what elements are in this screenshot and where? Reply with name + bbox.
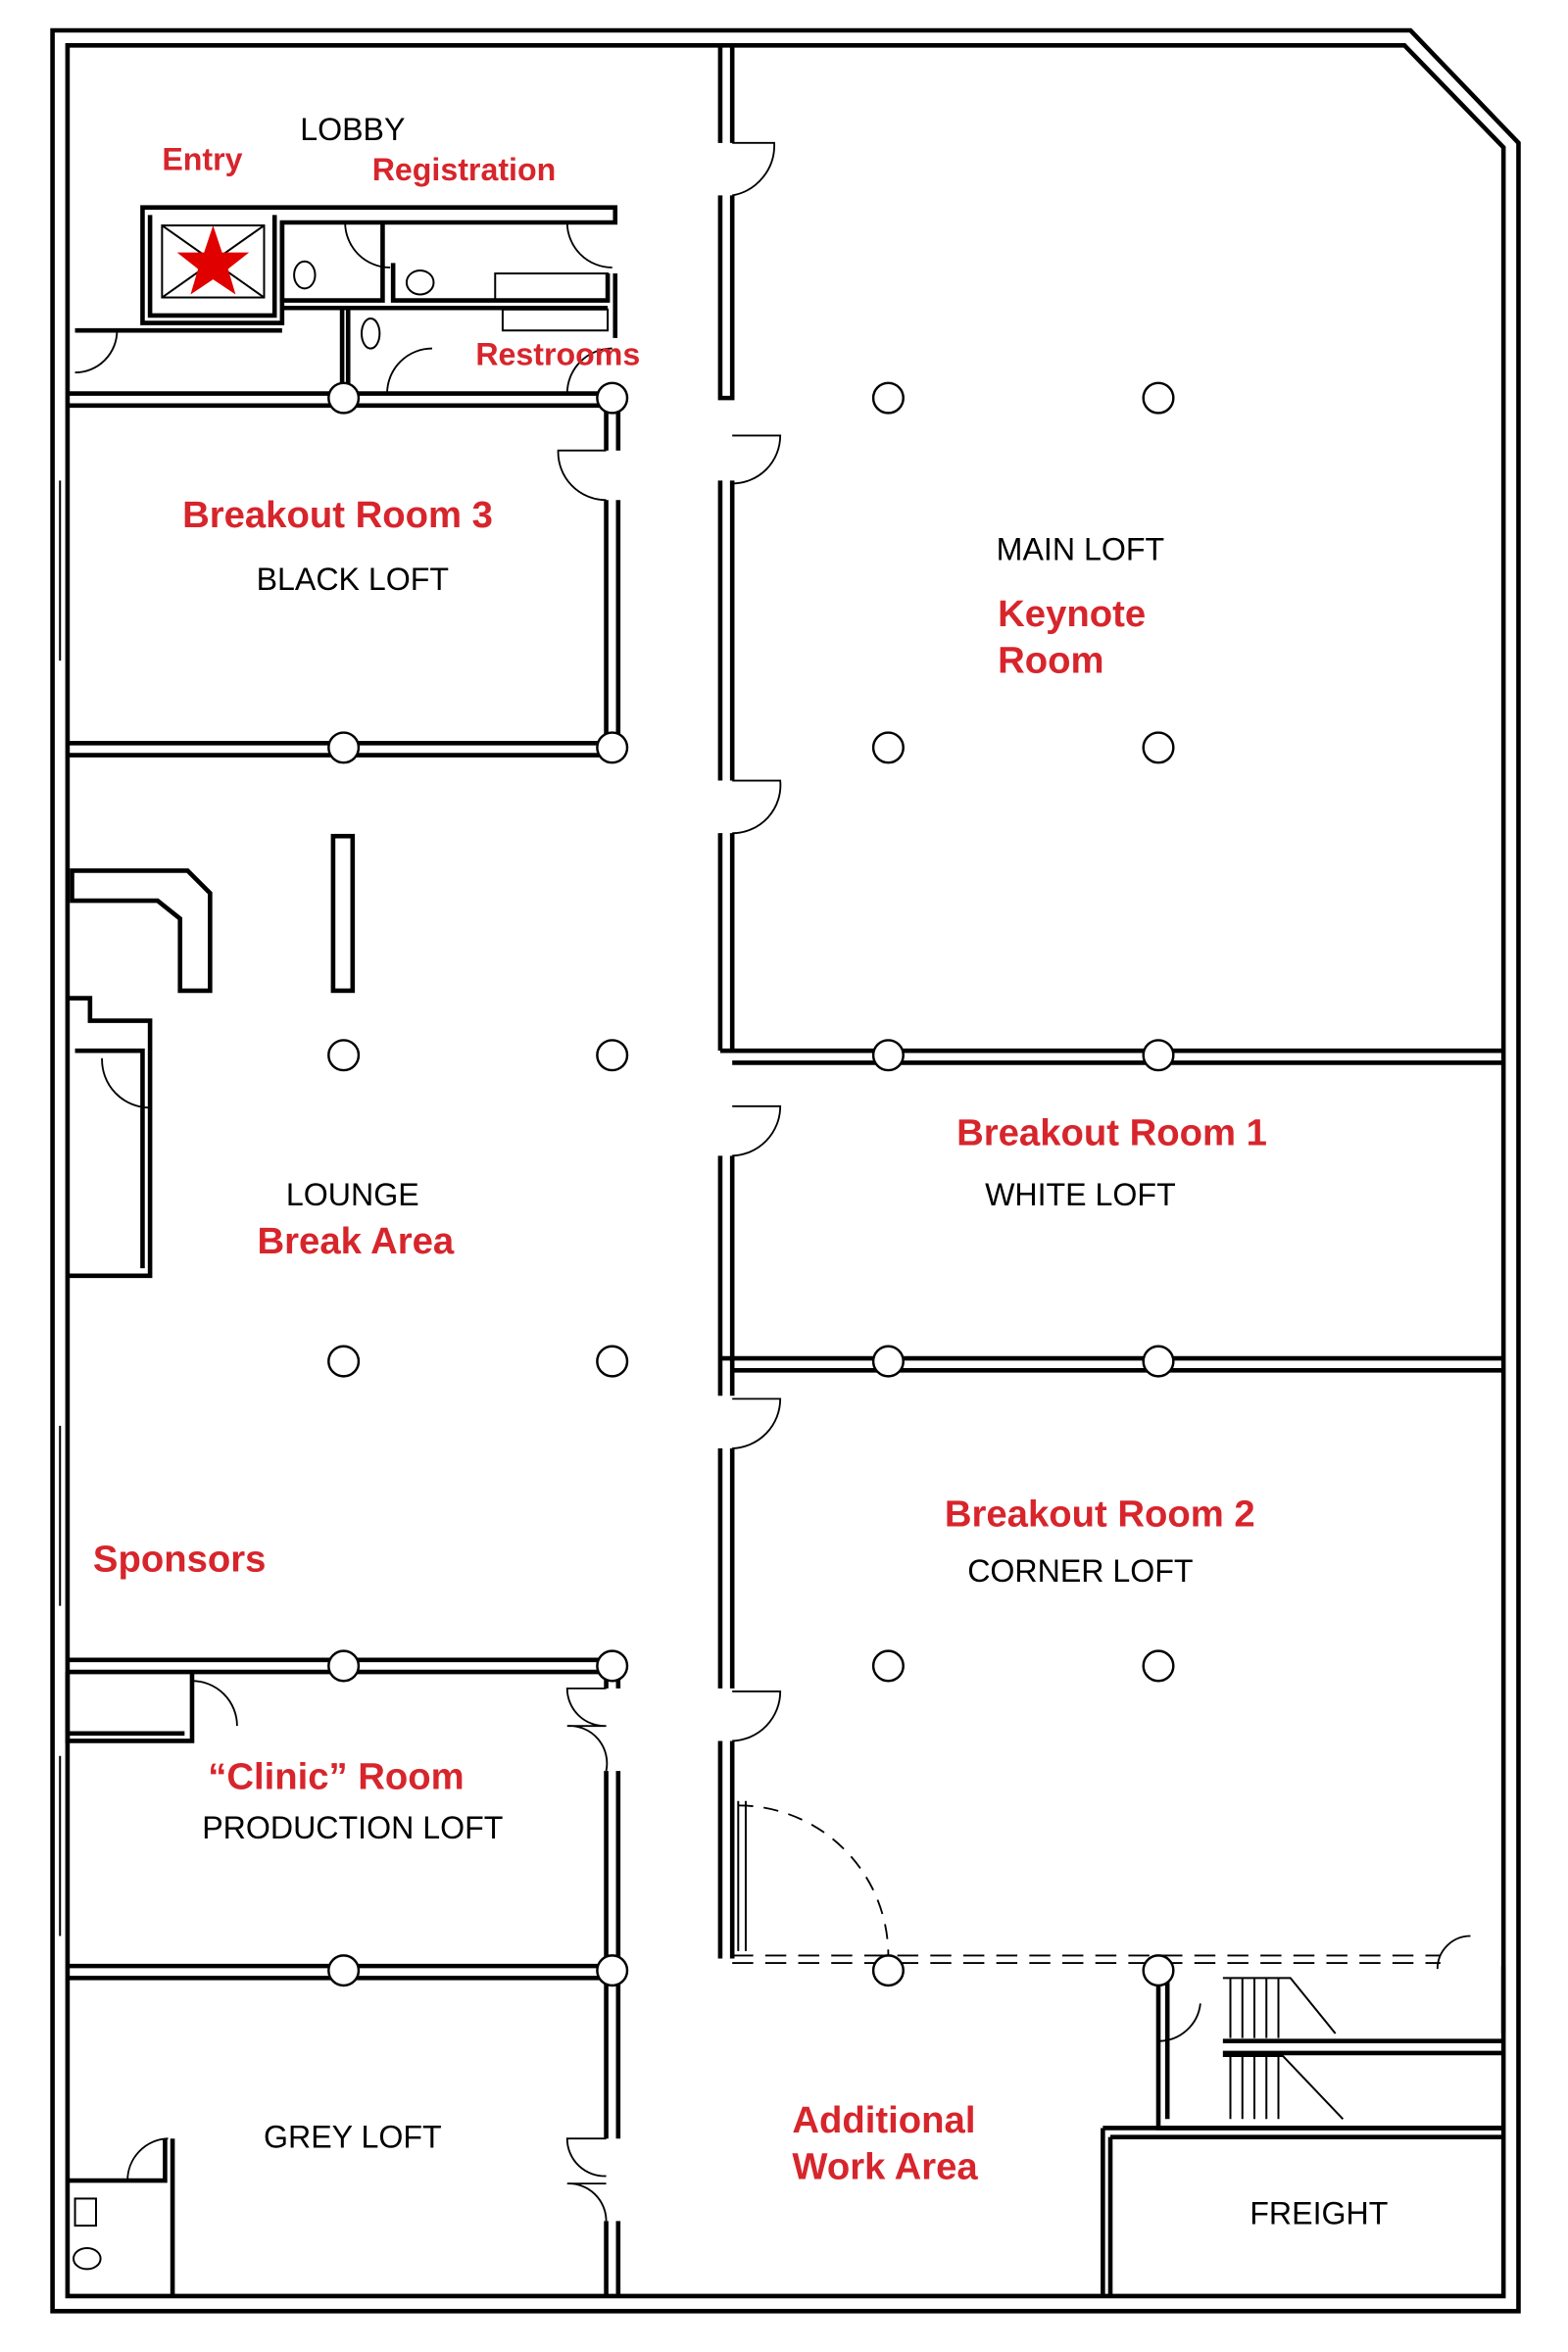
label-break-area: Break Area — [258, 1220, 455, 1262]
label-sponsors: Sponsors — [93, 1538, 266, 1580]
doors — [557, 141, 890, 2222]
room-name-freight: FREIGHT — [1250, 2195, 1388, 2230]
label-room: Room — [998, 639, 1103, 681]
room-name-grey-loft: GREY LOFT — [264, 2119, 442, 2154]
label-keynote: Keynote — [998, 593, 1146, 635]
room-name-black-loft: BLACK LOFT — [257, 562, 449, 597]
room-name-white-loft: WHITE LOFT — [985, 1177, 1176, 1212]
label-additional: Additional — [792, 2099, 975, 2141]
room-name-production-loft: PRODUCTION LOFT — [202, 1810, 503, 1845]
label-breakout-room-3: Breakout Room 3 — [182, 494, 493, 536]
room-name-main-loft: MAIN LOFT — [997, 531, 1164, 566]
outer-walls — [50, 27, 1521, 2314]
room-name-lobby: LOBBY — [300, 112, 405, 147]
label-breakout-room-2: Breakout Room 2 — [945, 1494, 1255, 1536]
star-icon — [176, 225, 250, 295]
label-work-area: Work Area — [792, 2146, 978, 2188]
room-name-lounge: LOUNGE — [286, 1177, 419, 1212]
label-breakout-room-1: Breakout Room 1 — [956, 1112, 1267, 1154]
label-registration: Registration — [372, 152, 557, 187]
label-entry: Entry — [162, 141, 242, 176]
columns — [327, 381, 1175, 1987]
label-restrooms: Restrooms — [475, 336, 640, 371]
interior-walls — [65, 45, 1506, 2296]
label-clinic-room: “Clinic” Room — [208, 1755, 465, 1797]
room-name-corner-loft: CORNER LOFT — [967, 1553, 1193, 1589]
